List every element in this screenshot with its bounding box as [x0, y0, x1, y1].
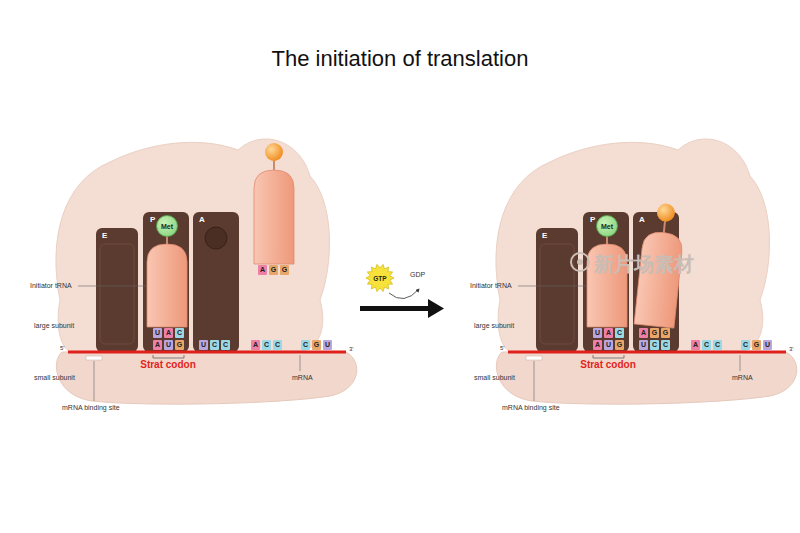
part-label: mRNA binding site — [502, 404, 560, 411]
incoming-trna — [254, 170, 294, 264]
watermark-logo — [571, 253, 589, 271]
site-letter: P — [590, 215, 595, 224]
start-codon-label: Strat codon — [580, 359, 636, 370]
amino-acid — [265, 143, 283, 161]
nucleotide-base: G — [615, 340, 624, 350]
part-label: Initiator tRNA — [30, 282, 72, 289]
site-letter: A — [639, 215, 645, 224]
nucleotide-base: A — [251, 340, 260, 350]
nucleotide-base: A — [639, 328, 648, 338]
nucleotide-base: C — [741, 340, 750, 350]
nucleotide-base: U — [604, 340, 613, 350]
start-codon-label: Strat codon — [140, 359, 196, 370]
part-label: GDP — [410, 271, 425, 278]
nucleotide-base: C — [221, 340, 230, 350]
nucleotide-base: U — [763, 340, 772, 350]
nucleotide-base: U — [164, 340, 173, 350]
diagram-title: The initiation of translation — [272, 46, 529, 72]
part-label: large subunit — [474, 322, 514, 329]
strand-end-label: 3' — [789, 346, 793, 352]
nucleotide-base: G — [175, 340, 184, 350]
nucleotide-base: G — [661, 328, 670, 338]
nucleotide-base: U — [593, 328, 602, 338]
ribosome-after — [496, 139, 797, 404]
nucleotide-base: C — [661, 340, 670, 350]
gtp-hydrolysis-arrow — [389, 289, 419, 299]
arrow-shaft — [360, 306, 430, 311]
part-label: small subunit — [34, 374, 75, 381]
nucleotide-base: A — [153, 340, 162, 350]
nucleotide-base: C — [301, 340, 310, 350]
trna-stem — [664, 221, 665, 233]
site-letter: E — [542, 231, 547, 240]
site-letter: A — [199, 215, 205, 224]
nucleotide-base: C — [262, 340, 271, 350]
part-label: Initiator tRNA — [470, 282, 512, 289]
watermark-logo — [571, 253, 589, 271]
part-label: mRNA binding site — [62, 404, 120, 411]
amino-acid-name: Met — [601, 223, 613, 230]
amino-acid — [656, 203, 676, 223]
watermark: 新片场素材 — [594, 251, 694, 278]
empty-site-slot — [205, 227, 227, 249]
nucleotide-base: U — [199, 340, 208, 350]
molecule-name: GTP — [373, 275, 386, 282]
watermark-logo — [577, 259, 583, 265]
nucleotide-base: A — [593, 340, 602, 350]
part-label: small subunit — [474, 374, 515, 381]
before-extras — [205, 143, 294, 264]
nucleotide-base: C — [210, 340, 219, 350]
amino-acid-circle: Met — [156, 215, 178, 237]
nucleotide-base: A — [604, 328, 613, 338]
starburst-shape — [366, 264, 394, 291]
nucleotide-base: C — [175, 328, 184, 338]
nucleotide-base: G — [650, 328, 659, 338]
strand-end-label: 3' — [349, 346, 353, 352]
arrow-head — [428, 299, 444, 318]
nucleotide-base: C — [650, 340, 659, 350]
part-label: mRNA — [292, 374, 313, 381]
reaction-arrow — [360, 289, 444, 318]
nucleotide-base: G — [269, 265, 278, 275]
amino-acid-name: Met — [161, 223, 173, 230]
nucleotide-base: G — [312, 340, 321, 350]
nucleotide-base: U — [153, 328, 162, 338]
trna-stem — [273, 160, 275, 170]
incoming-trna — [634, 230, 684, 328]
part-label: large subunit — [34, 322, 74, 329]
gtp-badge: GTP — [366, 264, 394, 292]
strand-end-label: 5' — [60, 345, 64, 351]
part-label: mRNA — [732, 374, 753, 381]
nucleotide-base: C — [702, 340, 711, 350]
nucleotide-base: A — [164, 328, 173, 338]
nucleotide-base: C — [273, 340, 282, 350]
nucleotide-base: G — [752, 340, 761, 350]
nucleotide-base: U — [323, 340, 332, 350]
nucleotide-base: C — [713, 340, 722, 350]
site-letter: E — [102, 231, 107, 240]
nucleotide-base: A — [691, 340, 700, 350]
nucleotide-base: C — [615, 328, 624, 338]
strand-end-label: 5' — [500, 345, 504, 351]
nucleotide-base: U — [639, 340, 648, 350]
site-letter: P — [150, 215, 155, 224]
ribosome-before — [56, 139, 357, 404]
nucleotide-base: A — [258, 265, 267, 275]
nucleotide-base: G — [280, 265, 289, 275]
amino-acid-circle: Met — [596, 215, 618, 237]
